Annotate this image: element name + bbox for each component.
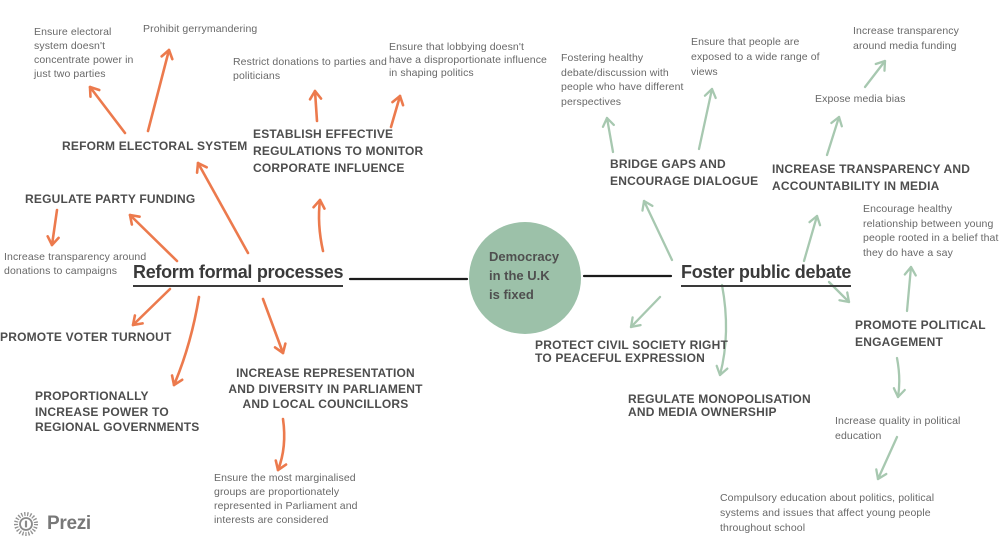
heading-regulate-party-funding: REGULATE PARTY FUNDING [25, 192, 196, 206]
arrow-expose-bias-to-media-funding [863, 59, 887, 89]
arrow-establish-to-lobbying [389, 94, 405, 129]
heading-media-transparency: INCREASE TRANSPARENCY AND ACCOUNTABILITY… [772, 162, 971, 193]
note-political-education-quality: Increase quality in political education [835, 415, 961, 442]
arrow-title-to-representation [261, 297, 287, 355]
note-prohibit-gerrymandering: Prohibit gerrymandering [143, 23, 258, 35]
prezi-logo-icon [13, 511, 39, 537]
arrow-electoral-to-gerrymandering [146, 48, 174, 133]
central-topic-circle: Democracy in the U.K is fixed [469, 222, 581, 334]
note-young-people-say: Encourage healthy relationship between y… [863, 203, 999, 259]
arrow-title-to-civil-society [629, 295, 662, 329]
heading-civil-society: PROTECT CIVIL SOCIETY RIGHT TO PEACEFUL … [535, 338, 728, 365]
branch-title-reform-formal-processes: Reform formal processes [133, 262, 343, 287]
central-topic-label: Democracy in the U.K is fixed [489, 249, 560, 302]
prezi-logo[interactable]: Prezi [13, 511, 91, 537]
heading-increase-representation: INCREASE REPRESENTATION AND DIVERSITY IN… [228, 366, 423, 411]
branch-title-foster-public-debate: Foster public debate [681, 262, 851, 287]
heading-political-engagement: PROMOTE POLITICAL ENGAGEMENT [855, 318, 986, 349]
arrow-title-to-bridge-gaps [641, 199, 674, 262]
arrow-title-to-media-ownership [715, 283, 729, 377]
arrow-representation-to-marginalised [274, 417, 288, 472]
arrow-bridge-to-healthy-debate [601, 116, 615, 154]
note-restrict-donations: Restrict donations to parties and politi… [233, 56, 387, 82]
prezi-wordmark: Prezi [47, 513, 91, 534]
note-lobbying-influence: Ensure that lobbying doesn't have a disp… [389, 41, 547, 79]
arrow-electoral-to-two-parties [88, 85, 127, 135]
note-wide-range-of-views: Ensure that people are exposed to a wide… [691, 36, 820, 78]
arrow-title-to-electoral-system [195, 161, 250, 255]
arrow-engagement-to-education-quality [892, 356, 906, 399]
note-media-funding-transparency: Increase transparency around media fundi… [853, 25, 959, 52]
arrow-title-to-party-funding [128, 213, 179, 263]
arrow-title-to-regional-governments [170, 295, 201, 387]
heading-regional-governments: PROPORTIONALLY INCREASE POWER TO REGIONA… [35, 389, 200, 434]
note-two-parties: Ensure electoral system doesn't concentr… [34, 26, 134, 80]
heading-establish-regulations: ESTABLISH EFFECTIVE REGULATIONS TO MONIT… [253, 127, 424, 175]
note-marginalised-groups: Ensure the most marginalised groups are … [214, 472, 358, 526]
note-compulsory-education: Compulsory education about politics, pol… [720, 492, 935, 534]
arrow-title-to-establish [312, 198, 326, 253]
arrow-funding-to-campaign-transparency [46, 208, 60, 247]
arrow-title-to-voter-turnout [131, 287, 172, 327]
note-healthy-debate: Fostering healthy debate/discussion with… [561, 52, 684, 108]
arrow-title-to-media-transparency [802, 214, 822, 263]
note-campaign-donation-transparency: Increase transparency around donations t… [4, 251, 147, 277]
arrow-bridge-to-wide-range [697, 87, 717, 151]
heading-promote-voter-turnout: PROMOTE VOTER TURNOUT [0, 330, 172, 344]
arrow-media-transparency-to-expose-bias [825, 115, 843, 157]
arrow-establish-to-restrict-donations [308, 89, 323, 123]
heading-bridge-gaps: BRIDGE GAPS AND ENCOURAGE DIALOGUE [610, 157, 759, 188]
arrow-education-to-compulsory [875, 435, 899, 481]
heading-media-ownership: REGULATE MONOPOLISATION AND MEDIA OWNERS… [628, 392, 811, 419]
heading-reform-electoral-system: REFORM ELECTORAL SYSTEM [62, 139, 248, 153]
note-expose-media-bias: Expose media bias [815, 93, 906, 105]
arrow-engagement-to-young-people [903, 265, 917, 313]
